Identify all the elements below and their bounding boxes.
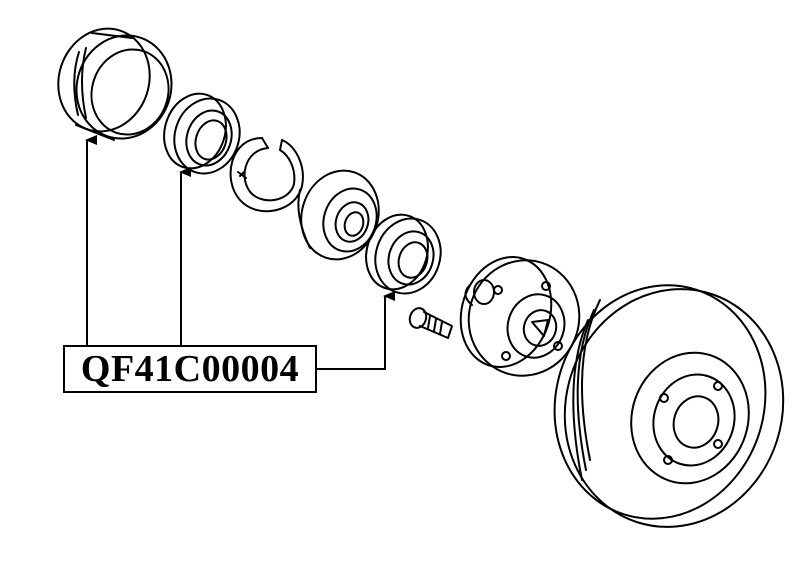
snap-ring-part [229, 137, 304, 213]
callout-leader-oil-seal-inner [317, 291, 395, 370]
brake-disc-part [553, 284, 785, 528]
dust-cover-part [57, 27, 173, 141]
part-number-label: QF41C00004 [63, 345, 317, 393]
oil-seal-inner-part [365, 213, 442, 295]
hub-bolt-part [408, 307, 453, 339]
axle-hub-part [459, 256, 581, 377]
